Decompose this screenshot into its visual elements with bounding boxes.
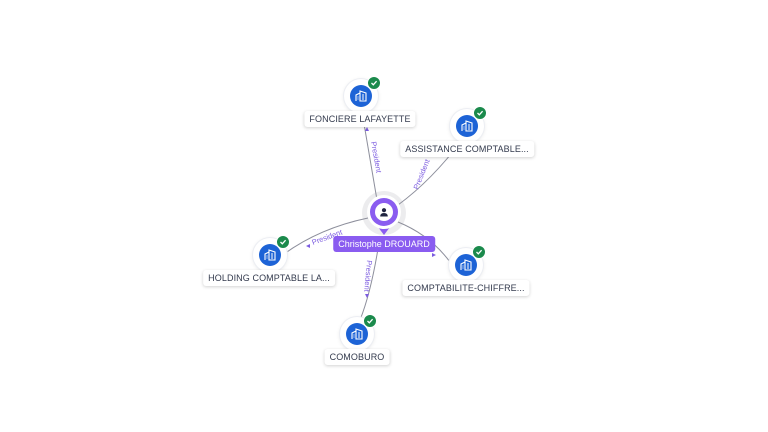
company-node-assistance-comptable[interactable]: [450, 106, 487, 143]
building-icon: [455, 254, 477, 276]
company-label-fonciere-lafayette[interactable]: FONCIERE LAFAYETTE: [304, 111, 416, 127]
edge-arrow: [432, 253, 436, 257]
verified-check-icon: [367, 76, 381, 90]
company-label-assistance-comptable[interactable]: ASSISTANCE COMPTABLE...: [400, 141, 534, 157]
edge-arrow: [365, 294, 369, 298]
center-person-node[interactable]: [370, 198, 398, 226]
center-pin-tail: [378, 227, 390, 235]
company-node-holding-comptable[interactable]: [253, 235, 290, 272]
company-label-comoburo[interactable]: COMOBURO: [324, 349, 390, 365]
building-icon: [350, 85, 372, 107]
building-icon: [259, 244, 281, 266]
verified-check-icon: [276, 235, 290, 249]
company-label-comptabilite-chiffre[interactable]: COMPTABILITE-CHIFFRE...: [402, 280, 530, 296]
edge-holding-comptable: [283, 217, 369, 255]
edge-arrow: [306, 244, 310, 248]
edge-label-fonciere: President: [369, 141, 384, 175]
center-person-label[interactable]: Christophe DROUARD: [333, 236, 435, 252]
building-icon: [456, 115, 478, 137]
building-icon: [346, 323, 368, 345]
company-label-holding-comptable[interactable]: HOLDING COMPTABLE LA...: [203, 270, 335, 286]
person-icon: [375, 203, 393, 221]
edge-arrow: [365, 127, 369, 131]
verified-check-icon: [472, 245, 486, 259]
company-node-comoburo[interactable]: [340, 314, 377, 351]
edge-label-assistance: President: [412, 157, 433, 191]
edge-label-comoburo: President: [362, 260, 374, 293]
company-node-fonciere-lafayette[interactable]: [344, 76, 381, 113]
company-node-comptabilite-chiffre[interactable]: [449, 245, 486, 282]
verified-check-icon: [363, 314, 377, 328]
verified-check-icon: [473, 106, 487, 120]
